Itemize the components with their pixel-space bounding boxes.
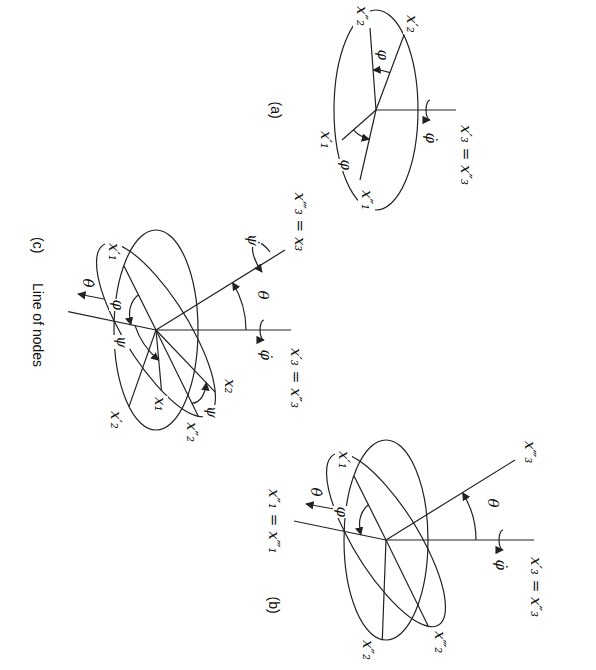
rate-label: ψ̇ (245, 233, 262, 247)
angle-label: φ (338, 159, 355, 172)
angle-arc (233, 283, 246, 330)
axis-label: x′₁ (318, 130, 335, 150)
axis-line (382, 540, 386, 640)
axis-line (376, 109, 456, 110)
axis-label: x′₃ = x″₃ (528, 556, 545, 618)
axis-label: x‴₂ (432, 630, 449, 654)
axis-line (370, 28, 376, 110)
axis-label: x″₁ (359, 189, 376, 211)
rate-arrow (499, 530, 503, 550)
axis-line (386, 460, 515, 540)
axis-line (156, 330, 215, 392)
angle-label: φ (110, 299, 127, 312)
axis-label: x″₂ (184, 421, 201, 443)
rate-label: θ̇ (308, 487, 325, 498)
axis-label: x′₂ (404, 14, 421, 34)
angle-label: ψ (204, 405, 221, 419)
caption-label: Line of nodes (30, 282, 46, 368)
rate-label: φ̇ (423, 132, 440, 145)
axis-label: x′₁ (336, 450, 353, 470)
angle-label: ψ (114, 335, 131, 349)
angle-arc (354, 130, 370, 139)
axis-line (124, 266, 156, 330)
rate-arrow (426, 100, 430, 120)
axis-label: x′₁ (106, 242, 123, 262)
rate-arrow (78, 294, 104, 299)
axis-label: x″₁ = x‴₁ (266, 488, 283, 554)
axis-line (156, 250, 285, 330)
angle-arc (130, 295, 139, 325)
angle-label: θ (255, 290, 272, 301)
axis-label: x‴₃ = x₃ (292, 192, 309, 253)
axis-label: x′₃ = x″₃ (458, 124, 475, 186)
angle-arc (135, 326, 159, 361)
rate-arrow (260, 320, 264, 340)
axis-label: x′₃ = x″₃ (288, 347, 305, 409)
axis-label: x₁ (152, 396, 169, 412)
panel-label: (a) (268, 101, 284, 120)
panel-label: (c) (30, 236, 46, 254)
angle-arc (463, 493, 476, 540)
angle-arc (373, 70, 390, 73)
angle-arc (192, 383, 206, 404)
axis-line (342, 110, 376, 140)
axis-line (386, 539, 534, 540)
angle-arc (360, 505, 369, 535)
rate-label: φ̇ (258, 349, 275, 362)
axis-line (294, 521, 386, 540)
axis-label: x‴₃ (522, 440, 539, 464)
axis-line (354, 476, 386, 540)
angle-label: φ (334, 506, 351, 519)
angle-label: θ (485, 498, 502, 509)
rate-label: θ̇ (80, 278, 97, 289)
rate-label: φ̇ (493, 559, 510, 572)
axis-line (68, 312, 156, 330)
axis-line (386, 540, 428, 626)
axis-label: x′₂ (108, 410, 125, 430)
panel-label: (b) (266, 596, 282, 615)
angle-label: φ (375, 49, 392, 62)
axis-line (360, 110, 376, 180)
axis-line (156, 329, 291, 330)
axis-label: x″₂ (360, 639, 377, 661)
rate-arrow (306, 504, 334, 509)
axis-label: x₂ (222, 378, 239, 394)
axis-label: x″₂ (354, 5, 371, 27)
